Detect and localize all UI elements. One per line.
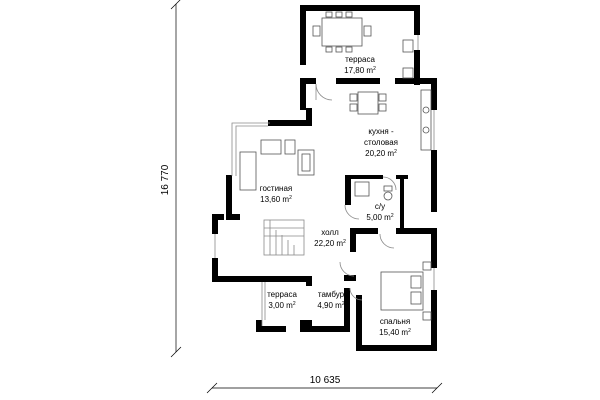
width-dimension: 10 635 <box>310 375 341 386</box>
room-name: гостиная <box>260 184 293 193</box>
walls <box>212 5 437 351</box>
thin-lines <box>214 35 435 326</box>
room-name-line1: кухня - <box>368 127 394 136</box>
height-dimension: 16 770 <box>160 164 171 195</box>
room-labels: терраса 17,80 m2 кухня - столовая 20,20 … <box>260 55 411 337</box>
room-area: 15,40 m2 <box>379 328 411 337</box>
room-area: 5,00 m2 <box>366 213 393 222</box>
room-name: холл <box>321 228 339 237</box>
room-area: 20,20 m2 <box>365 149 397 158</box>
dimension-vertical: 16 770 <box>160 0 182 358</box>
dimension-horizontal: 10 635 <box>206 375 443 394</box>
room-name: тамбур <box>318 290 345 299</box>
room-area: 13,60 m2 <box>260 195 292 204</box>
room-area: 4,90 m2 <box>317 301 344 310</box>
room-area: 22,20 m2 <box>314 239 346 248</box>
room-area: 17,80 m2 <box>344 66 376 75</box>
room-name: спальня <box>380 317 410 326</box>
room-name: с/у <box>375 202 385 211</box>
room-name: терраса <box>267 290 297 299</box>
furniture <box>239 11 432 321</box>
room-area: 3,00 m2 <box>268 301 295 310</box>
room-name: терраса <box>345 55 375 64</box>
room-name-line2: столовая <box>364 138 398 147</box>
